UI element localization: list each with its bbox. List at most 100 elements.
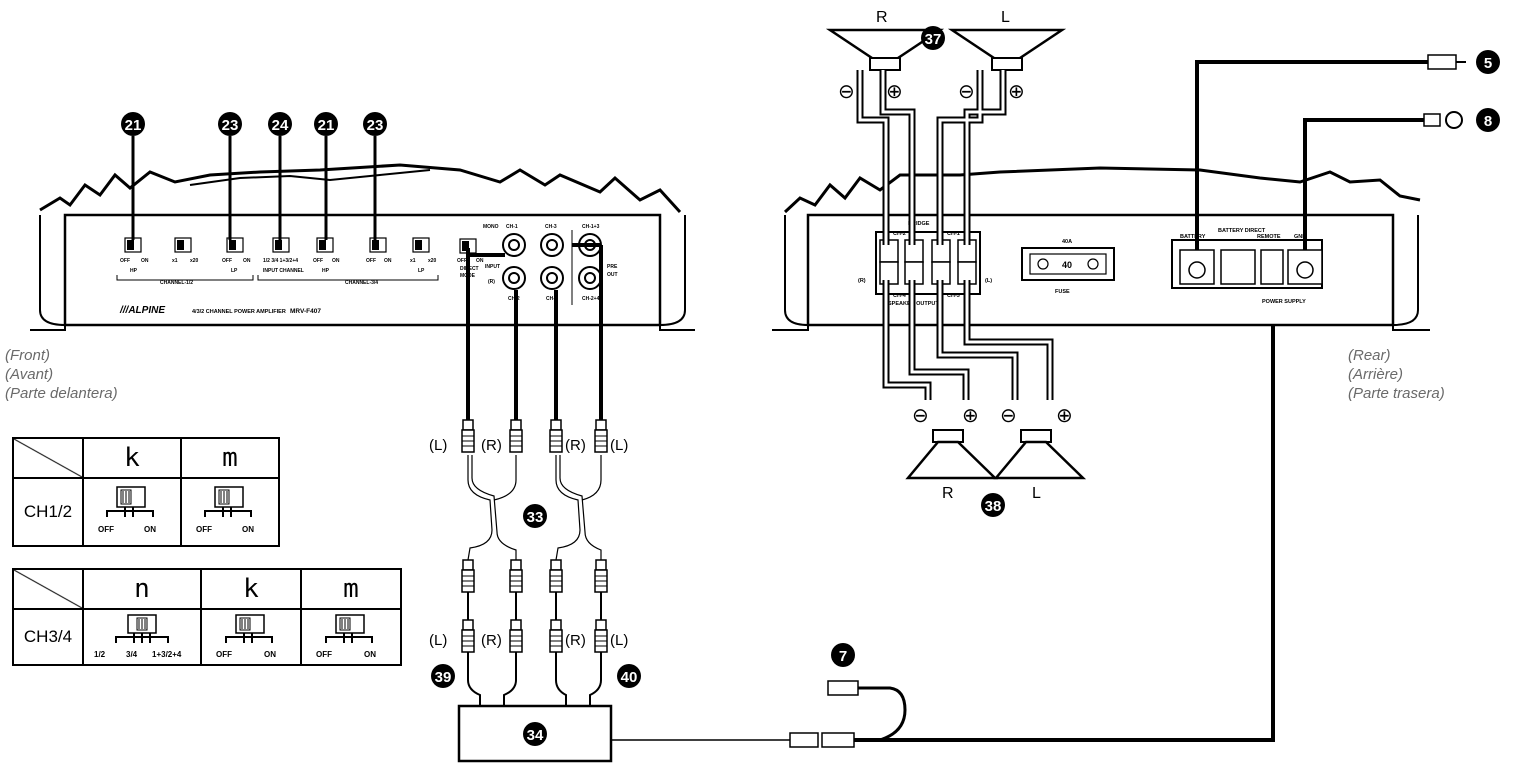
table2-corner xyxy=(12,568,84,610)
sw3-right: ON xyxy=(243,258,251,264)
sw7-right: x20 xyxy=(428,258,437,264)
table2-on-2: ON xyxy=(264,650,276,659)
front-heatsink xyxy=(39,163,682,214)
rca-plugs-middle xyxy=(461,559,608,593)
callout-5: 5 xyxy=(1484,55,1492,72)
rca-upper-r1: (R) xyxy=(481,437,502,454)
sw5-left: OFF xyxy=(313,258,323,264)
rca-lower-l1: (L) xyxy=(429,632,447,649)
speaker-bottom-r-plus: ⊕ xyxy=(962,405,979,427)
lp-switch-ch34[interactable] xyxy=(369,237,387,253)
callout-33: 33 xyxy=(527,509,544,526)
callout-21b: 21 xyxy=(318,117,335,134)
hp-switch-ch12[interactable] xyxy=(124,237,142,253)
power-terminal-labels: BATTERY BATTERY DIRECT REMOTE GND POWER … xyxy=(1180,228,1306,305)
sw6-left: OFF xyxy=(366,258,376,264)
slide-switch-icon xyxy=(204,486,252,517)
rear-amplifier: BRIDGE CH-2 CH-1 CH-4 CH-3 (R) (L) SPEAK… xyxy=(772,166,1430,331)
slide-switch-icon xyxy=(225,614,273,643)
direct-on: ON xyxy=(476,258,484,264)
ch1-label: CH-1 xyxy=(947,231,960,237)
table2-off-3: OFF xyxy=(316,650,332,659)
ch12-switch-table: k m CH1/2 OFF ON xyxy=(12,437,280,547)
power-wires xyxy=(1195,60,1428,250)
callout-37: 37 xyxy=(925,31,942,48)
rear-caption-en: (Rear) xyxy=(1348,347,1391,364)
sw1-right: ON xyxy=(141,258,149,264)
model-number: MRV-F407 xyxy=(290,308,321,315)
front-callouts: 21 23 24 21 23 xyxy=(121,112,387,240)
remote-label: REMOTE xyxy=(1257,234,1281,240)
table2-pos-2: 3/4 xyxy=(126,650,138,659)
input-channel-switch[interactable] xyxy=(272,237,290,253)
speaker-bottom-l: L xyxy=(1032,485,1041,502)
cable-callouts: 33 39 40 xyxy=(431,504,641,688)
table1-corner xyxy=(12,437,84,479)
rear-heatsink xyxy=(783,166,1421,214)
speaker-top-l-minus: ⊖ xyxy=(958,81,975,103)
front-amplifier: OFF ON x1 x20 OFF ON 1/2 3/4 1+3/2+4 OFF… xyxy=(30,163,695,331)
table2-cell-1: 1/2 3/4 1+3/2+4 xyxy=(82,608,202,666)
pre-label: PRE xyxy=(607,264,618,270)
ch3-label: CH-3 xyxy=(947,293,960,299)
jack-ch2-label: CH-2 xyxy=(508,296,520,302)
callout-23b: 23 xyxy=(367,117,384,134)
callout-8: 8 xyxy=(1484,113,1492,130)
gain-switch-ch34[interactable] xyxy=(412,237,430,253)
jack-ch1-label: CH-1 xyxy=(506,224,518,230)
fuse-value: 40 xyxy=(1062,260,1072,270)
model-line: 4/3/2 CHANNEL POWER AMPLIFIER xyxy=(192,309,286,315)
speaker-top-r-plus: ⊕ xyxy=(886,81,903,103)
rca-lower-r1: (R) xyxy=(481,632,502,649)
speaker-bottom-r: R xyxy=(942,485,954,502)
callout-21a: 21 xyxy=(125,117,142,134)
group-ch12: CHANNEL-1/2 xyxy=(160,280,193,286)
speaker-bottom-l-plus: ⊕ xyxy=(1056,405,1073,427)
speaker-top-l-plus: ⊕ xyxy=(1008,81,1025,103)
speaker-bottom-l-minus: ⊖ xyxy=(1000,405,1017,427)
brand-logo: ///ALPINE xyxy=(119,305,165,316)
slide-switch-icon xyxy=(106,486,154,517)
speakers-top: R L ⊖ ⊕ ⊖ ⊕ 37 xyxy=(825,9,1067,103)
table2-header-2: k xyxy=(200,568,302,610)
sw6-right: ON xyxy=(384,258,392,264)
out-label: OUT xyxy=(607,272,618,278)
table1-on-2: ON xyxy=(242,525,254,534)
sw5-group: HP xyxy=(322,268,330,274)
table1-header-1: k xyxy=(82,437,182,479)
fuse-rating: 40A xyxy=(1062,239,1072,245)
rca-upper-l2: (L) xyxy=(610,437,628,454)
input-r-label: (R) xyxy=(488,279,495,285)
table2-off-2: OFF xyxy=(216,650,232,659)
callout-39: 39 xyxy=(435,669,452,686)
ch34-switch-table: n k m CH3/4 1/2 3/4 1+3/2+4 xyxy=(12,568,402,666)
front-caption: (Front) (Avant) (Parte delantera) xyxy=(5,346,118,403)
hp-switch-ch34[interactable] xyxy=(316,237,334,253)
table1-row-label: CH1/2 xyxy=(12,477,84,547)
power-supply-label: POWER SUPPLY xyxy=(1262,299,1306,305)
group-ch34: CHANNEL-3/4 xyxy=(345,280,378,286)
sw4-group: INPUT CHANNEL xyxy=(263,268,304,274)
front-switch-labels: OFF ON x1 x20 OFF ON 1/2 3/4 1+3/2+4 OFF… xyxy=(120,258,437,286)
rear-caption-es: (Parte trasera) xyxy=(1348,385,1445,402)
table2-cell-2: OFF ON xyxy=(200,608,302,666)
speaker-bottom-r-minus: ⊖ xyxy=(912,405,929,427)
callout-34: 34 xyxy=(527,727,544,744)
direct-off: OFF xyxy=(457,258,467,264)
rear-l-label: (L) xyxy=(985,278,992,284)
rca-cables xyxy=(466,243,603,420)
table2-pos-3: 1+3/2+4 xyxy=(152,650,182,659)
rear-caption: (Rear) (Arrière) (Parte trasera) xyxy=(1348,346,1445,403)
table1-cell-1: OFF ON xyxy=(82,477,182,547)
rca-upper-r2: (R) xyxy=(565,437,586,454)
lp-switch-ch12[interactable] xyxy=(226,237,244,253)
speaker-top-r: R xyxy=(876,9,888,26)
rca-lower-r2: (R) xyxy=(565,632,586,649)
ch4-label: CH-4 xyxy=(893,293,907,299)
gain-switch-ch12[interactable] xyxy=(174,237,192,253)
input-label: INPUT xyxy=(485,264,500,270)
ground-connector: 8 xyxy=(1423,108,1500,132)
battery-connector: 5 xyxy=(1427,50,1500,74)
table2-switch-2: OFF ON xyxy=(202,612,300,662)
sw1-left: OFF xyxy=(120,258,130,264)
